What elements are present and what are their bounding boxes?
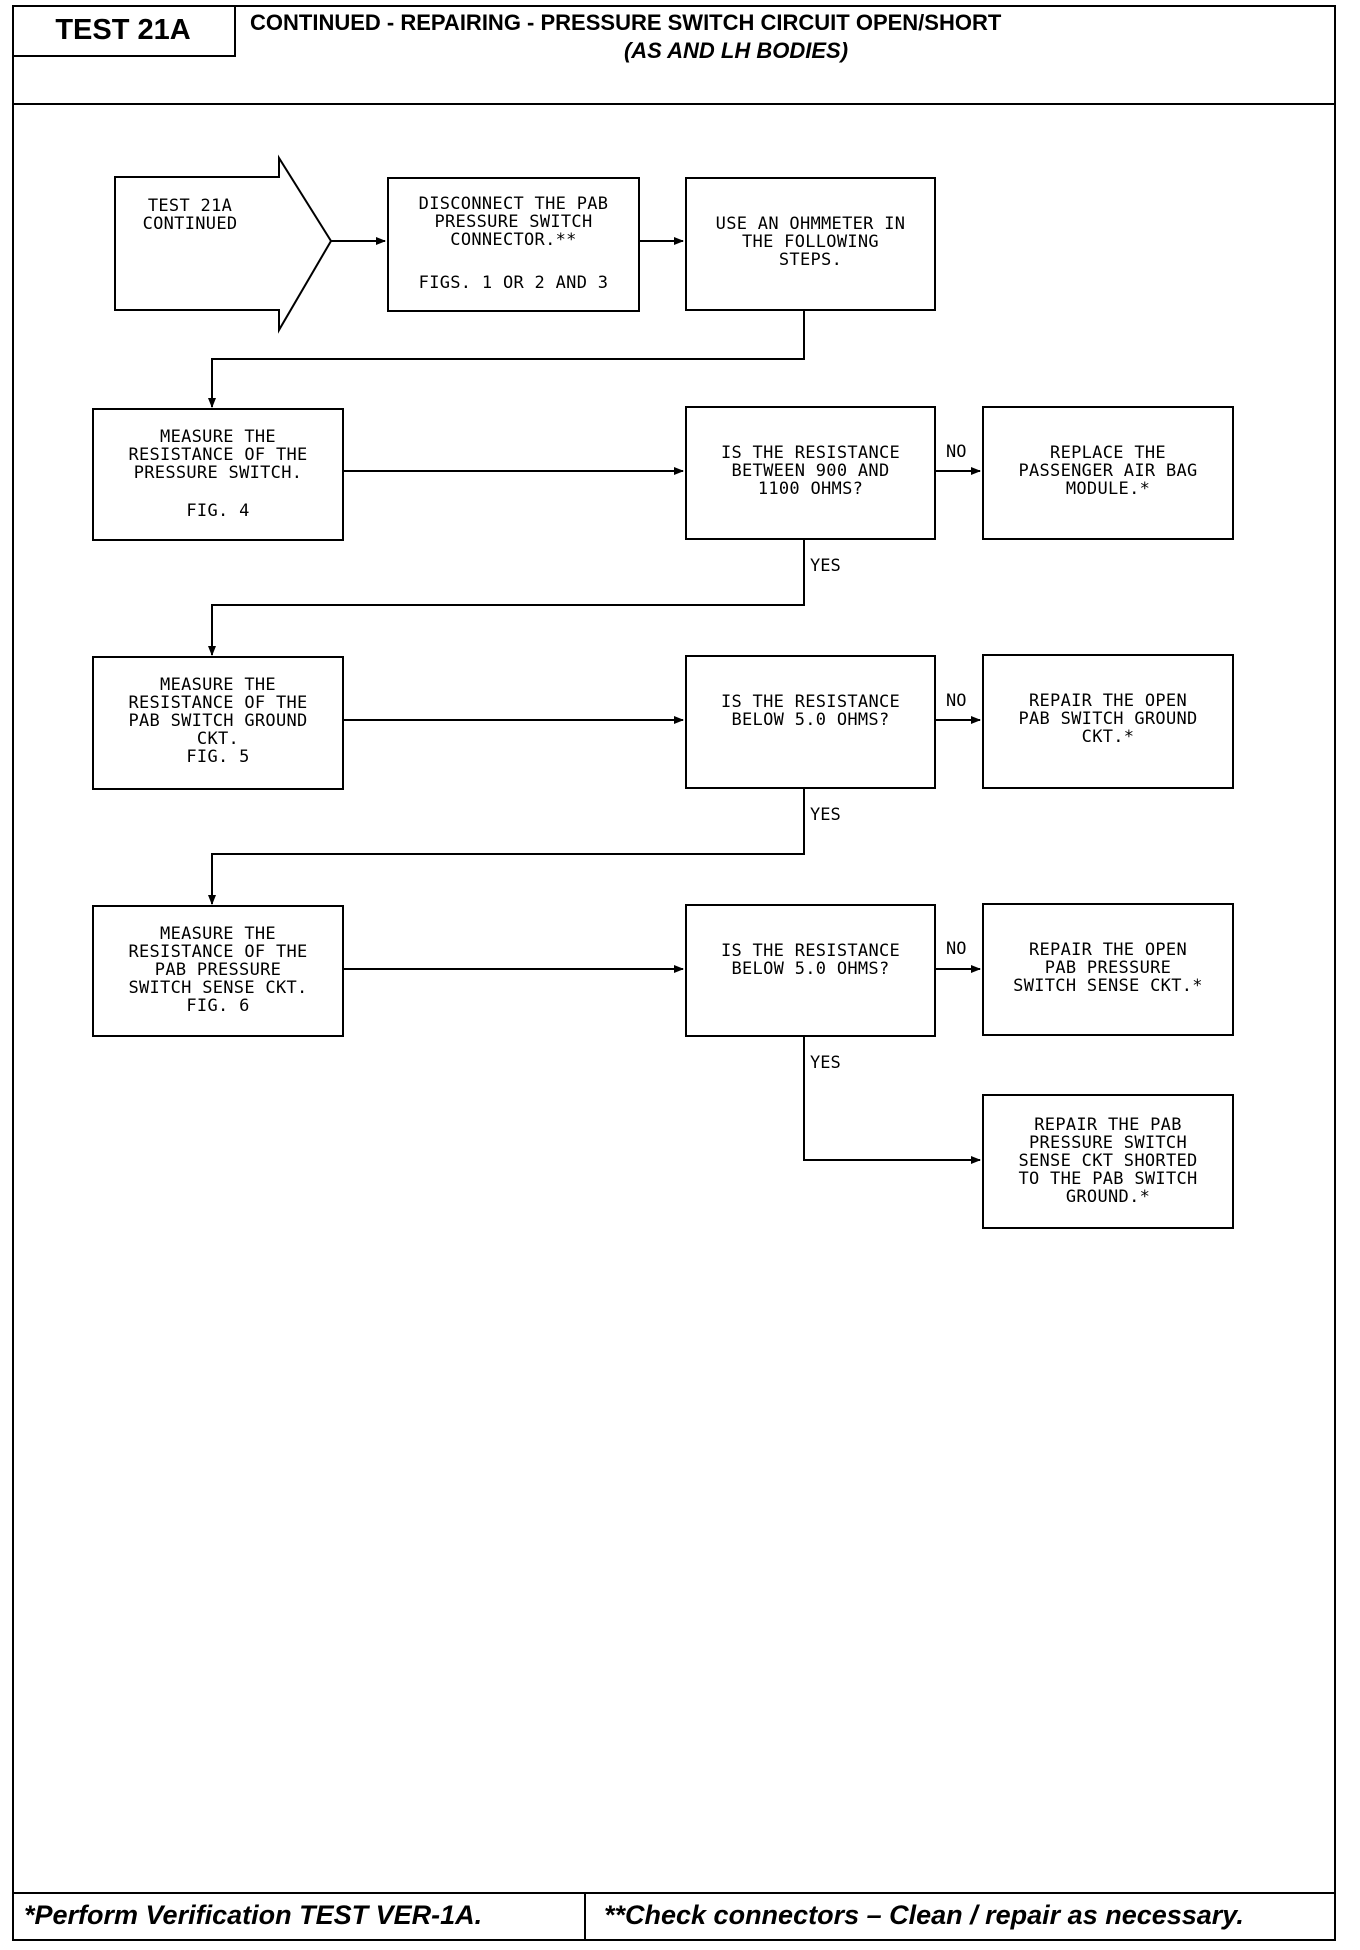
resistance-question-3: IS THE RESISTANCE BELOW 5.0 OHMS?	[685, 904, 936, 1037]
test-id: TEST 21A	[55, 13, 191, 46]
title-line-2: (AS AND LH BODIES)	[623, 38, 849, 63]
repair-ground-text: REPAIR THE OPEN PAB SWITCH GROUND CKT.*	[1018, 691, 1198, 747]
q2-text: IS THE RESISTANCE BELOW 5.0 OHMS?	[720, 692, 901, 730]
measure-switch-text: MEASURE THE RESISTANCE OF THE PRESSURE S…	[128, 427, 308, 483]
yes-label-2: YES	[810, 805, 841, 825]
footer-connector-note: **Check connectors – Clean / repair as n…	[604, 1900, 1244, 1930]
ohmmeter-box: USE AN OHMMETER IN THE FOLLOWING STEPS.	[685, 177, 936, 311]
ohmmeter-text: USE AN OHMMETER IN THE FOLLOWING STEPS.	[715, 214, 906, 270]
yes-label-1: YES	[810, 556, 841, 576]
footer-divider	[584, 1892, 586, 1939]
q3-text: IS THE RESISTANCE BELOW 5.0 OHMS?	[720, 941, 901, 979]
replace-module-box: REPLACE THE PASSENGER AIR BAG MODULE.*	[982, 406, 1234, 540]
replace-module-text: REPLACE THE PASSENGER AIR BAG MODULE.*	[1018, 443, 1198, 499]
no-label-2: NO	[946, 691, 967, 711]
header-rule	[12, 103, 1336, 105]
repair-sense-box: REPAIR THE OPEN PAB PRESSURE SWITCH SENS…	[982, 903, 1234, 1036]
resistance-question-1: IS THE RESISTANCE BETWEEN 900 AND 1100 O…	[685, 406, 936, 540]
no-label-1: NO	[946, 442, 967, 462]
disconnect-text: DISCONNECT THE PAB PRESSURE SWITCH CONNE…	[418, 194, 609, 250]
test-id-tab: TEST 21A	[12, 5, 236, 57]
repair-ground-box: REPAIR THE OPEN PAB SWITCH GROUND CKT.*	[982, 654, 1234, 789]
measure-sense-text: MEASURE THE RESISTANCE OF THE PAB PRESSU…	[128, 924, 308, 1016]
measure-ground-box: MEASURE THE RESISTANCE OF THE PAB SWITCH…	[92, 656, 344, 790]
disconnect-connector-box: DISCONNECT THE PAB PRESSURE SWITCH CONNE…	[387, 177, 640, 312]
title-line-1: CONTINUED - REPAIRING - PRESSURE SWITCH …	[250, 10, 1002, 35]
measure-sense-box: MEASURE THE RESISTANCE OF THE PAB PRESSU…	[92, 905, 344, 1037]
disconnect-fig: FIGS. 1 OR 2 AND 3	[418, 273, 609, 293]
footer-rule	[12, 1892, 1336, 1894]
start-label: TEST 21A CONTINUED	[142, 196, 238, 234]
page-frame	[12, 5, 1336, 1941]
measure-switch-box: MEASURE THE RESISTANCE OF THE PRESSURE S…	[92, 408, 344, 541]
footer-verification-note: *Perform Verification TEST VER-1A.	[24, 1900, 483, 1930]
repair-shorted-box: REPAIR THE PAB PRESSURE SWITCH SENSE CKT…	[982, 1094, 1234, 1229]
resistance-question-2: IS THE RESISTANCE BELOW 5.0 OHMS?	[685, 655, 936, 789]
yes-label-3: YES	[810, 1053, 841, 1073]
no-label-3: NO	[946, 939, 967, 959]
measure-switch-fig: FIG. 4	[186, 501, 250, 521]
repair-sense-text: REPAIR THE OPEN PAB PRESSURE SWITCH SENS…	[1013, 940, 1203, 996]
repair-shorted-text: REPAIR THE PAB PRESSURE SWITCH SENSE CKT…	[1018, 1115, 1198, 1207]
measure-ground-text: MEASURE THE RESISTANCE OF THE PAB SWITCH…	[128, 675, 308, 767]
q1-text: IS THE RESISTANCE BETWEEN 900 AND 1100 O…	[720, 443, 901, 499]
start-arrow-shape	[114, 154, 333, 334]
